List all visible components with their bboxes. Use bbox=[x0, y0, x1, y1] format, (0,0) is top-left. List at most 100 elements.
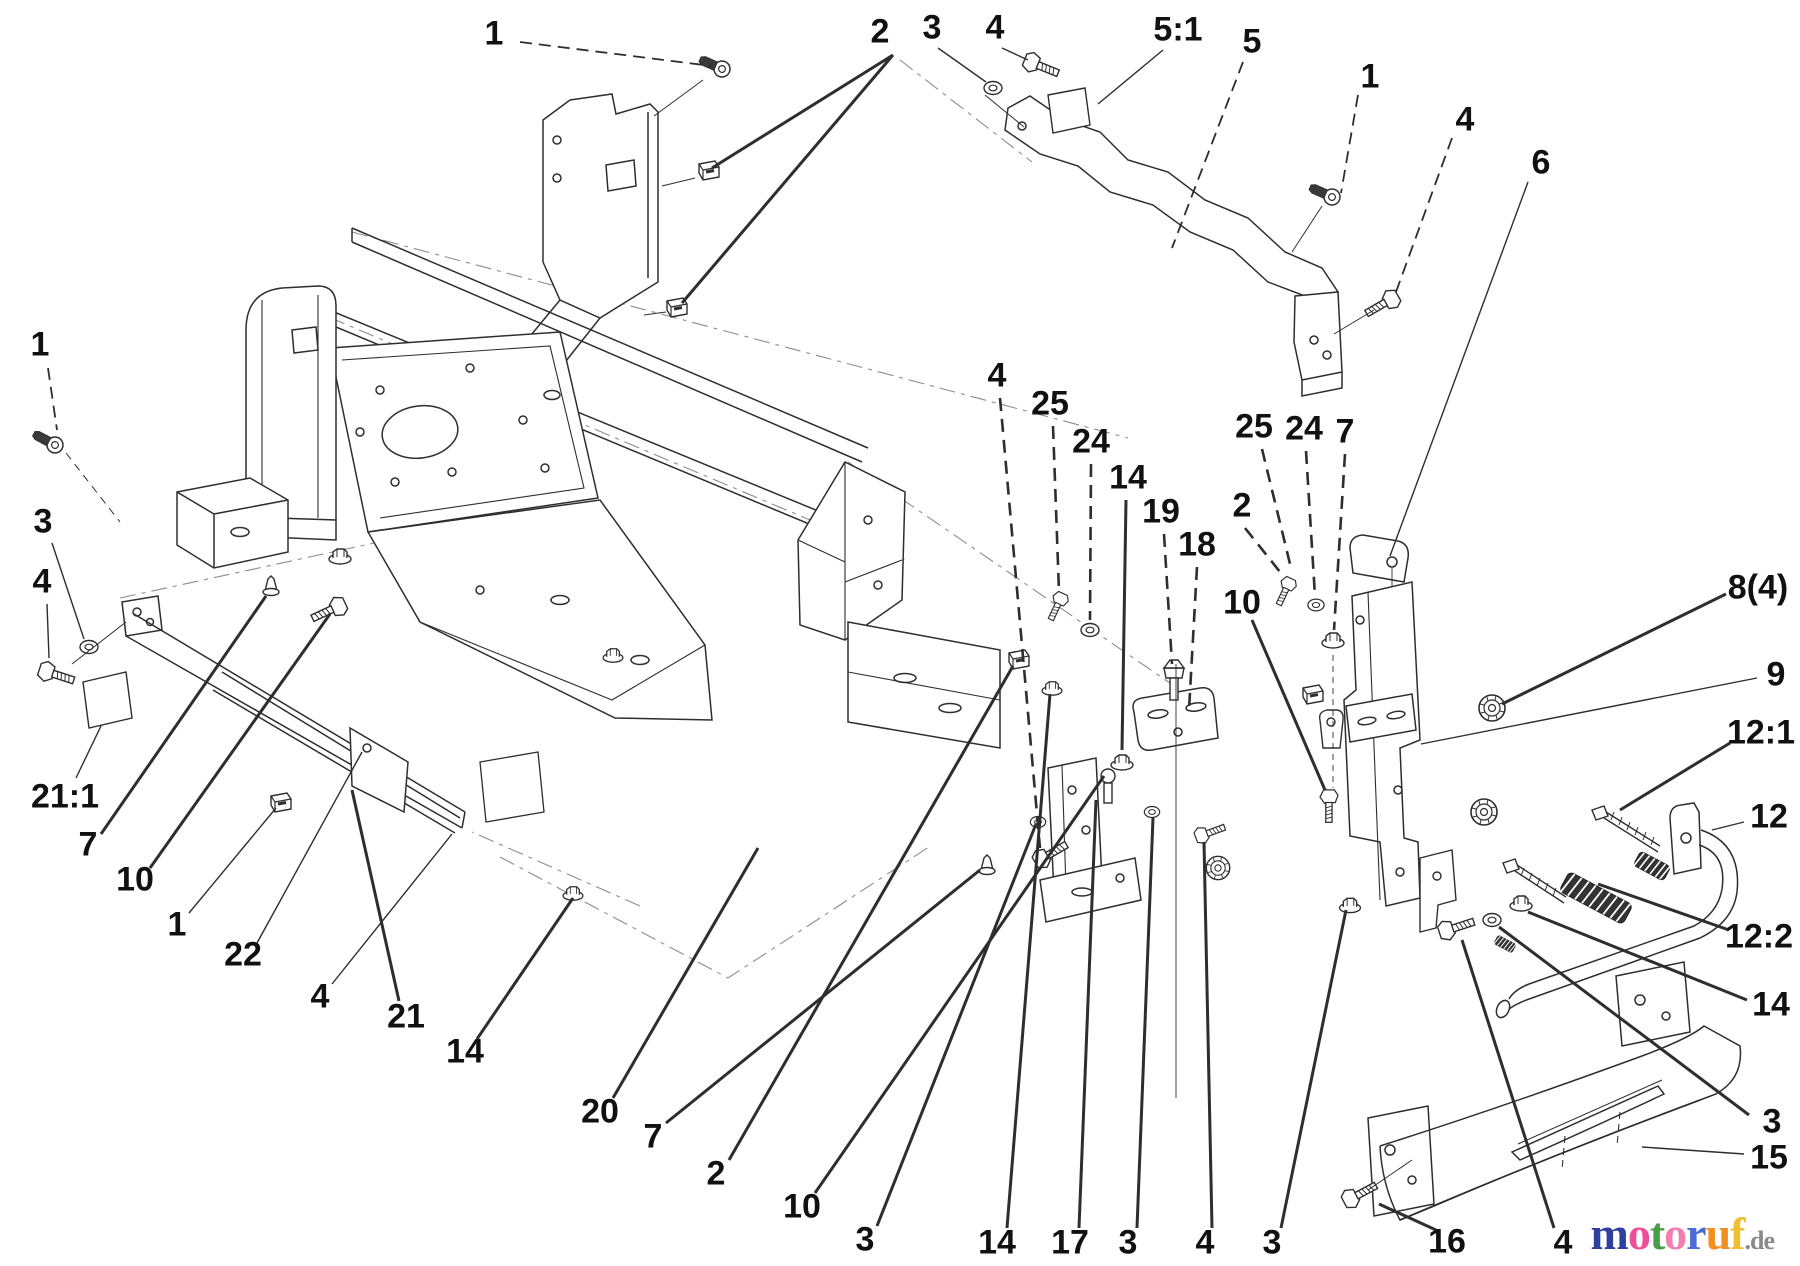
leader-line bbox=[1527, 910, 1748, 1002]
decal-21-1 bbox=[82, 671, 133, 729]
angle-bracket bbox=[1419, 849, 1457, 933]
callout-1: 1 bbox=[1360, 57, 1380, 96]
leader-line bbox=[1378, 1202, 1437, 1232]
leader-line bbox=[1389, 181, 1529, 557]
logo-letter: m bbox=[1590, 1208, 1629, 1259]
leader-line bbox=[75, 725, 102, 779]
leader-line bbox=[51, 542, 85, 640]
callout-18: 18 bbox=[1178, 525, 1216, 564]
fastener-axis-lines bbox=[643, 79, 704, 316]
long-bolt-icon bbox=[1502, 858, 1567, 904]
callout-4: 4 bbox=[1195, 1223, 1215, 1262]
leader-line bbox=[1135, 817, 1155, 1229]
leader-line bbox=[1243, 527, 1286, 578]
leader-line bbox=[937, 47, 987, 83]
adjust-rod-12-1 bbox=[1591, 805, 1661, 853]
callout-7: 7 bbox=[643, 1117, 663, 1156]
leader-line bbox=[256, 751, 363, 944]
leader-line bbox=[475, 897, 575, 1040]
logo-tld: .de bbox=[1744, 1226, 1775, 1255]
callout-3: 3 bbox=[1762, 1102, 1782, 1141]
callout-1: 1 bbox=[30, 325, 50, 364]
logo-letter: o bbox=[1664, 1208, 1687, 1259]
callout-14: 14 bbox=[1109, 458, 1147, 497]
center-bracket-17 bbox=[1039, 757, 1142, 923]
logo-letter: o bbox=[1627, 1208, 1651, 1259]
callout-3: 3 bbox=[33, 502, 53, 541]
key-tab-icon bbox=[1318, 709, 1344, 749]
callout-20: 20 bbox=[581, 1092, 619, 1131]
bumper-15 bbox=[1367, 961, 1742, 1221]
callout-25: 25 bbox=[1031, 384, 1069, 423]
leader-line bbox=[1187, 566, 1199, 711]
decal-5-1 bbox=[1047, 87, 1091, 134]
logo-letter: r bbox=[1686, 1208, 1706, 1259]
leader-line bbox=[711, 53, 894, 170]
callout-4: 4 bbox=[310, 977, 330, 1016]
leader-line bbox=[188, 807, 277, 914]
callout-2: 2 bbox=[870, 12, 890, 51]
tow-hitch-12 bbox=[1495, 802, 1739, 1019]
leader-line bbox=[1250, 619, 1327, 791]
callout-15: 15 bbox=[1750, 1138, 1788, 1177]
callout-3: 3 bbox=[855, 1220, 875, 1259]
callout-10: 10 bbox=[1223, 583, 1261, 622]
fastener-axis-line bbox=[1367, 1159, 1413, 1191]
leader-line bbox=[350, 789, 401, 1002]
callout-21: 21 bbox=[387, 997, 425, 1036]
leader-line bbox=[875, 823, 1038, 1227]
leader-line bbox=[1001, 47, 1029, 61]
leader-line bbox=[1088, 463, 1093, 621]
leader-line bbox=[1395, 137, 1453, 293]
leader-line bbox=[611, 847, 760, 1099]
leader-line bbox=[47, 367, 58, 431]
leader-line bbox=[813, 775, 1106, 1194]
fastener-axis-lines bbox=[984, 94, 1375, 335]
callout-3: 3 bbox=[1262, 1223, 1282, 1262]
leader-line bbox=[1202, 841, 1214, 1229]
leader-line bbox=[1420, 677, 1758, 745]
leader-line bbox=[1279, 909, 1348, 1229]
leader-line bbox=[331, 833, 453, 985]
callout-12: 12 bbox=[1750, 797, 1788, 836]
callout-16: 16 bbox=[1428, 1222, 1466, 1261]
leader-line bbox=[998, 397, 1042, 849]
callout-14: 14 bbox=[446, 1032, 484, 1071]
callout-6: 6 bbox=[1531, 143, 1551, 182]
leader-line bbox=[1077, 799, 1098, 1229]
leader-line bbox=[148, 613, 332, 869]
main-frame-weldment bbox=[176, 227, 1001, 749]
leader-line bbox=[1051, 425, 1061, 593]
callout-25: 25 bbox=[1235, 407, 1273, 446]
callout-2: 2 bbox=[706, 1154, 726, 1193]
callout-3: 3 bbox=[1118, 1223, 1138, 1262]
leader-line bbox=[1619, 741, 1731, 812]
leader-line bbox=[99, 595, 268, 835]
callout-14: 14 bbox=[1752, 985, 1790, 1024]
callout-4: 4 bbox=[32, 562, 52, 601]
fastener-axis-lines bbox=[65, 452, 127, 665]
motoruf-logo[interactable]: motoruf.de bbox=[1591, 1207, 1775, 1260]
logo-letter: t bbox=[1649, 1208, 1665, 1259]
rear-support-channel bbox=[1004, 95, 1343, 397]
leader-line bbox=[1498, 925, 1750, 1117]
callout-10: 10 bbox=[116, 860, 154, 899]
leader-line bbox=[1005, 693, 1052, 1229]
leader-line bbox=[1171, 61, 1244, 249]
leader-line bbox=[1460, 939, 1556, 1229]
carriage-bolt-icon bbox=[1100, 768, 1116, 804]
callout-9: 9 bbox=[1766, 655, 1786, 694]
leader-line bbox=[1501, 592, 1727, 706]
bolt-19 bbox=[1162, 659, 1186, 701]
floating-plate bbox=[479, 751, 545, 823]
leader-line bbox=[1711, 821, 1745, 831]
callout-5: 5 bbox=[1242, 22, 1262, 61]
callout-10: 10 bbox=[783, 1187, 821, 1226]
callout-12-1: 12:1 bbox=[1726, 713, 1796, 752]
leader-line bbox=[1641, 1146, 1745, 1155]
callout-1: 1 bbox=[167, 905, 187, 944]
leader-line bbox=[1097, 49, 1164, 105]
callout-24: 24 bbox=[1285, 409, 1323, 448]
